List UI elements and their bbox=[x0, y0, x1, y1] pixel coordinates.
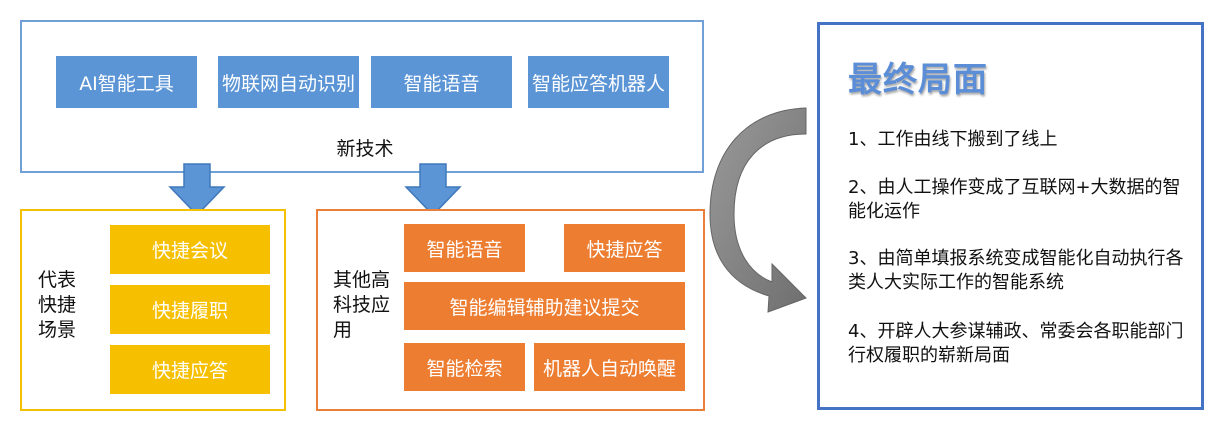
quick-item-answer: 快捷应答 bbox=[110, 345, 270, 394]
other-apps-label: 其他高科技应用 bbox=[333, 269, 391, 341]
final-point: 2、由人工操作变成了互联网+大数据的智能化运作 bbox=[848, 177, 1181, 222]
final-point: 4、开辟人大参谋辅政、常委会各职能部门行权履职的崭新局面 bbox=[848, 321, 1184, 366]
curved-arrow-icon bbox=[706, 104, 816, 320]
tech-item-smart-answer-robot: 智能应答机器人 bbox=[528, 56, 669, 108]
tech-item-smart-voice: 智能语音 bbox=[371, 56, 512, 108]
quick-item-duty: 快捷履职 bbox=[110, 285, 270, 334]
down-arrow-icon bbox=[404, 163, 462, 217]
tech-item-ai-tools: AI智能工具 bbox=[56, 56, 197, 108]
final-point: 1、工作由线下搬到了线上 bbox=[848, 129, 1058, 150]
app-item-robot-wakeup: 机器人自动唤醒 bbox=[534, 343, 685, 391]
app-item-smart-edit-suggestion: 智能编辑辅助建议提交 bbox=[404, 282, 685, 330]
final-outcome-frame bbox=[817, 22, 1204, 410]
final-outcome-title: 最终局面 bbox=[848, 60, 988, 100]
final-point: 3、由简单填报系统变成智能化自动执行各类人大实际工作的智能系统 bbox=[848, 248, 1184, 293]
app-item-smart-voice: 智能语音 bbox=[404, 224, 525, 272]
tech-item-iot-recognition: 物联网自动识别 bbox=[218, 56, 359, 108]
new-tech-label: 新技术 bbox=[336, 138, 394, 160]
app-item-smart-search: 智能检索 bbox=[404, 343, 525, 391]
quick-scenes-label: 代表快捷场景 bbox=[38, 269, 77, 341]
down-arrow-icon bbox=[168, 163, 226, 217]
quick-item-meeting: 快捷会议 bbox=[110, 225, 270, 274]
app-item-quick-answer: 快捷应答 bbox=[564, 224, 685, 272]
